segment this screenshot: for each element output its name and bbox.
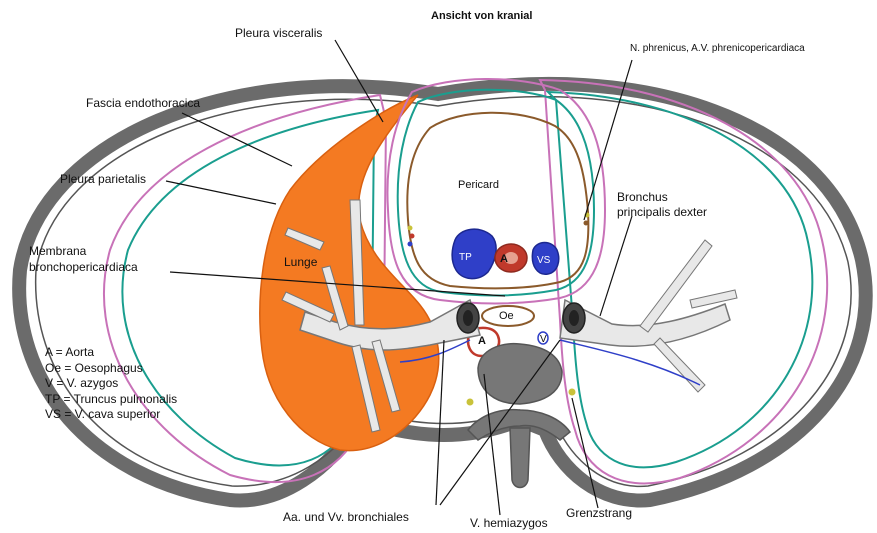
phrenic-dot-left-3: [408, 242, 413, 247]
label-membrana-line1: Membrana: [29, 244, 86, 259]
diagram-title: Ansicht von kranial: [431, 9, 532, 24]
legend-item: V = V. azygos: [45, 376, 177, 392]
abbreviation-legend: A = Aorta Oe = Oesophagus V = V. azygos …: [45, 345, 177, 423]
label-grenzstrang: Grenzstrang: [566, 506, 632, 521]
bronchus-left-lumen-inner: [463, 310, 473, 326]
label-pericard: Pericard: [458, 178, 499, 193]
legend-item: VS = V. cava superior: [45, 407, 177, 423]
label-pleura-parietalis: Pleura parietalis: [60, 172, 146, 187]
leader-grenzstrang: [572, 398, 598, 508]
label-oe: Oe: [499, 309, 514, 324]
label-lunge: Lunge: [284, 255, 317, 270]
grenzstrang-right: [569, 389, 576, 396]
label-bronchus-line2: principalis dexter: [617, 205, 707, 220]
leader-fascia-endothoracica: [182, 113, 292, 166]
label-vs: VS: [537, 253, 550, 268]
phrenic-dot-left-1: [408, 226, 413, 231]
grenzstrang-left: [467, 399, 474, 406]
label-aorta-ascending: A: [500, 252, 508, 267]
label-fascia-endothoracica: Fascia endothoracica: [86, 96, 200, 111]
label-membrana-line2: bronchopericardiaca: [29, 260, 138, 275]
bronchus-right-lumen-inner: [569, 310, 579, 326]
legend-item: A = Aorta: [45, 345, 177, 361]
legend-item: Oe = Oesophagus: [45, 361, 177, 377]
spinous-process: [510, 428, 530, 488]
label-v-hemiazygos: V. hemiazygos: [470, 516, 548, 531]
phrenic-dot-right-2: [584, 221, 589, 226]
label-tp: TP: [459, 250, 472, 265]
label-v-azygos: V: [540, 332, 547, 347]
phrenic-dot-left-2: [410, 234, 415, 239]
label-aorta-descending: A: [478, 334, 486, 349]
leader-pleura-parietalis: [166, 181, 276, 204]
legend-item: TP = Truncus pulmonalis: [45, 392, 177, 408]
label-n-phrenicus: N. phrenicus, A.V. phrenicopericardiaca: [630, 41, 805, 56]
label-pleura-visceralis: Pleura visceralis: [235, 26, 322, 41]
label-aa-vv-bronchiales: Aa. und Vv. bronchiales: [283, 510, 409, 525]
label-bronchus-line1: Bronchus: [617, 190, 668, 205]
bronchial-branch-right-3: [690, 290, 737, 308]
